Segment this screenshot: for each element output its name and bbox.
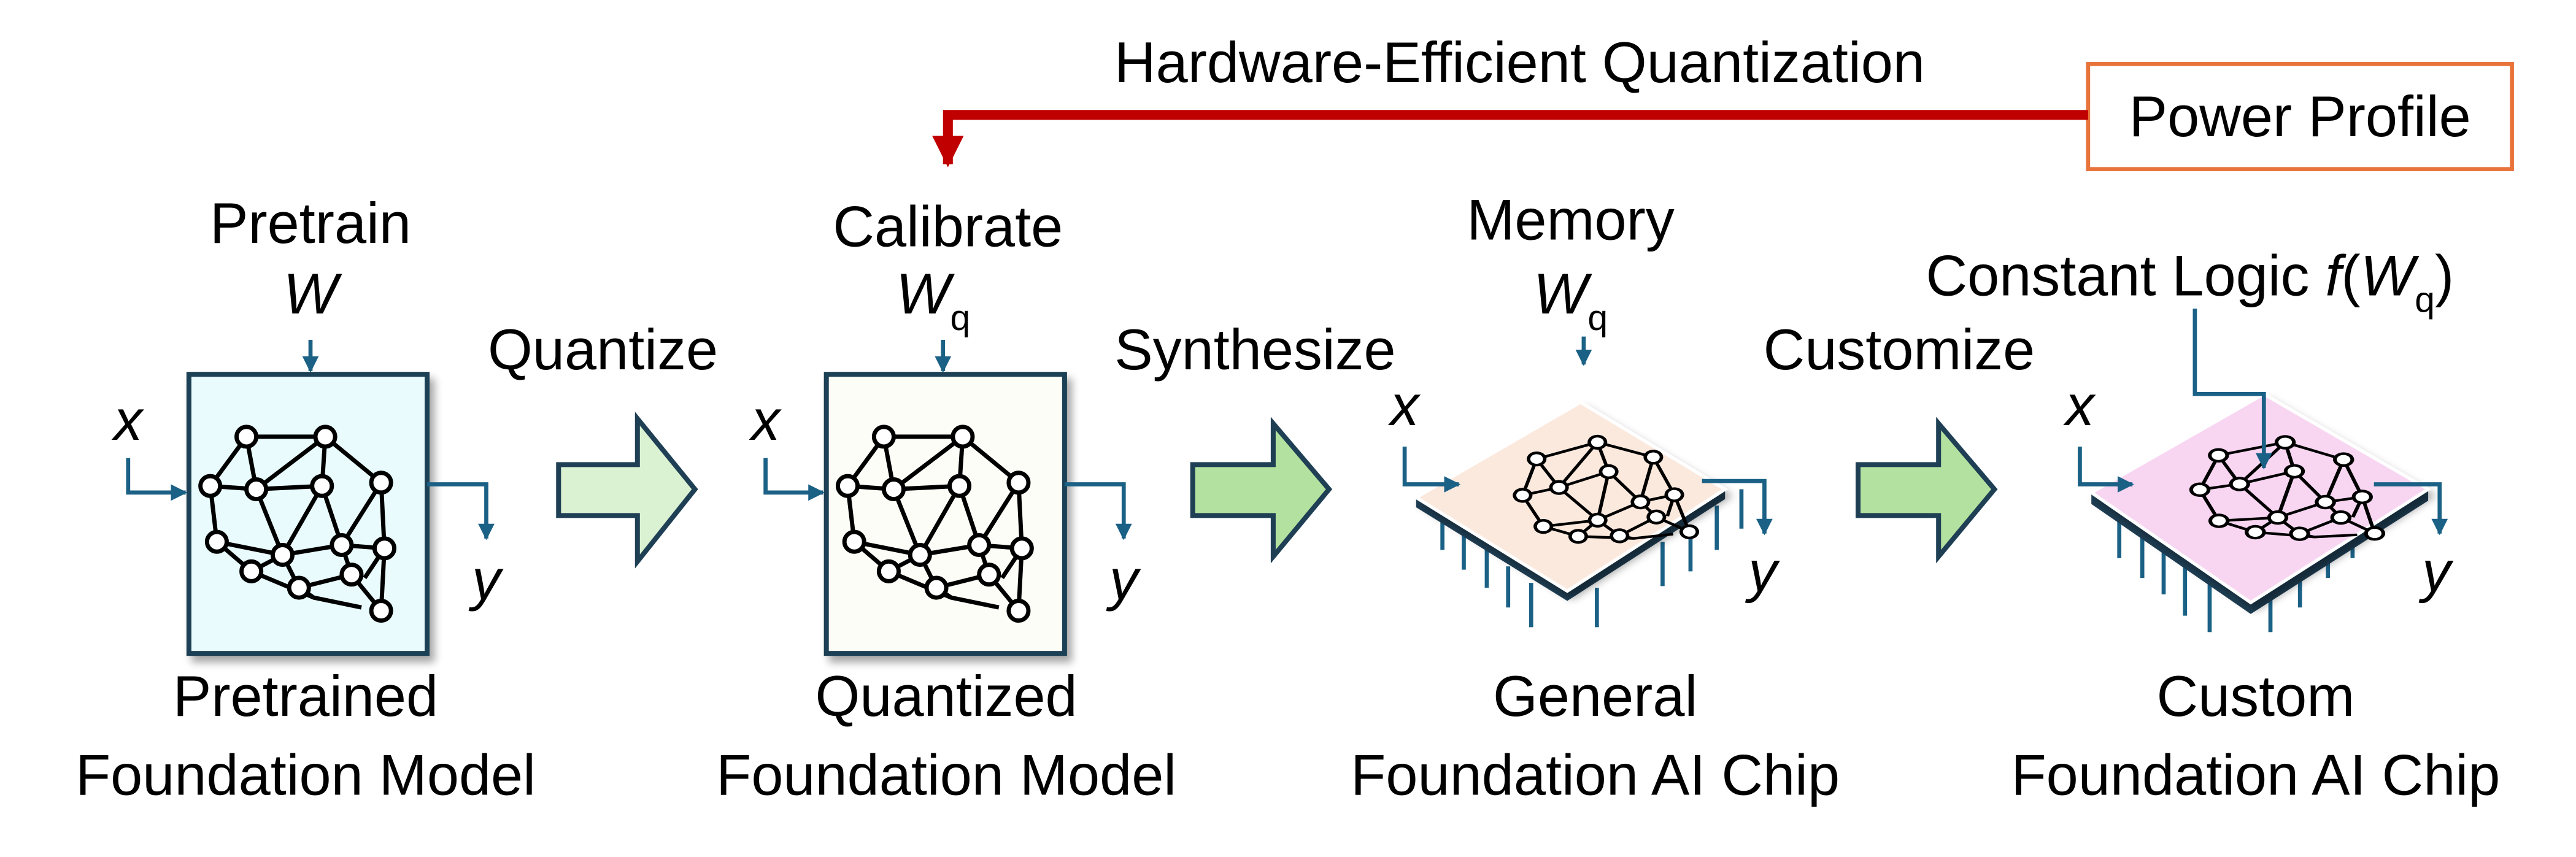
output-y-label: y [468,547,504,612]
input-x-label: x [1388,373,1421,437]
output-arrow [1702,478,1773,536]
calibrate-label: Calibrate [833,194,1063,258]
power-profile-label: Power Profile [2129,84,2471,148]
chip-base [1416,489,1726,601]
output-arrow [427,482,495,540]
memory-label: Memory [1467,188,1675,252]
weight-wq-label: Wq [1533,261,1608,338]
caption-line2: Foundation AI Chip [2011,742,2500,807]
hardware-efficient-quantization-title: Hardware-Efficient Quantization [1114,30,1925,94]
quantize-arrow-icon [556,412,698,569]
caption-line1: General [1493,664,1697,728]
feedback-arrow [932,110,2088,167]
constant-logic-label: Constant Logic f(Wq) [1926,244,2454,320]
stage-pretrained: Pretrain W x y Pretrained Foundation Mod… [75,191,536,807]
chip-pins [1440,489,1744,628]
quantize-label: Quantize [488,317,718,382]
output-arrow [1064,482,1132,540]
input-arrow [763,458,825,501]
weight-w-label: W [283,261,342,326]
constant-logic-arrow [2192,309,2272,470]
stage-custom-chip: Constant Logic f(Wq) x y Custom Foundati… [1926,244,2500,807]
caption-line1: Quantized [816,664,1078,728]
input-arrow [2078,446,2134,493]
synthesize-arrow-icon [1190,417,1333,564]
input-x-label: x [2063,373,2096,437]
output-y-label: y [1106,547,1141,612]
caption-line1: Pretrained [173,664,438,728]
caption-line2: Foundation Model [716,742,1176,807]
stage-general-chip: Memory Wq x y General Foundation AI Chip [1351,188,1840,807]
output-arrow [2374,482,2448,536]
synthesize-label: Synthesize [1114,317,1395,382]
output-y-label: y [1745,539,1780,603]
pretrain-label: Pretrain [210,191,411,255]
output-y-label: y [2418,539,2454,603]
caption-line2: Foundation AI Chip [1351,742,1840,807]
input-x-label: x [111,388,144,452]
input-x-label: x [749,388,782,452]
caption-line2: Foundation Model [75,742,536,807]
input-arrow [126,458,188,501]
caption-line1: Custom [2157,664,2355,728]
customize-label: Customize [1764,317,2035,382]
stage-quantized: Calibrate Wq x y Quantized Foundation Mo… [716,194,1176,807]
input-arrow [1402,446,1461,493]
customize-arrow-icon [1856,417,1998,564]
chip-body [2088,392,2432,605]
weight-wq-label: Wq [896,261,970,338]
